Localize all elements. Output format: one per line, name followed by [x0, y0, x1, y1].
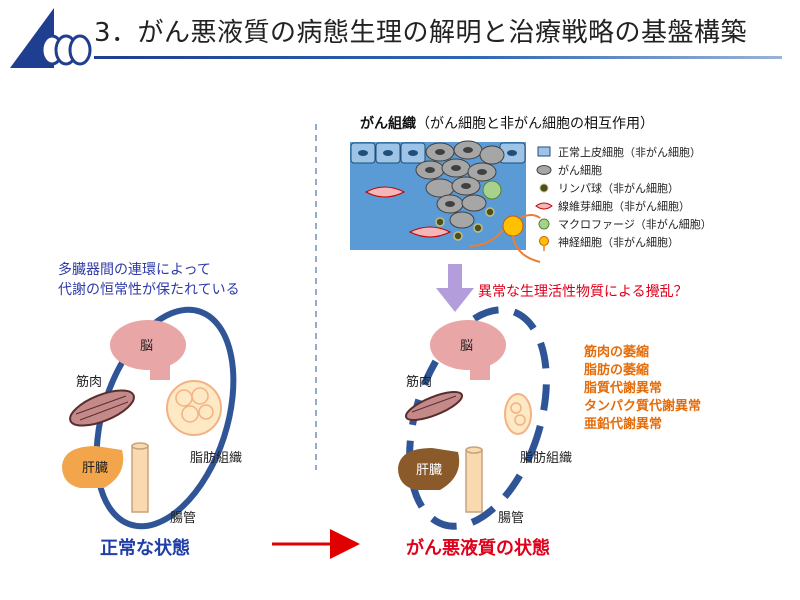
- brain-label-normal: 脳: [140, 339, 153, 354]
- cachexia-effects-list: 筋肉の萎縮 脂肪の萎縮 脂質代謝異常 タンパク質代謝異常 亜鉛代謝異常: [583, 344, 701, 432]
- muscle-label-cachexia: 筋肉: [406, 374, 432, 390]
- muscle-organ-cachexia: [404, 391, 464, 421]
- svg-text:線維芽細胞（非がん細胞）: 線維芽細胞（非がん細胞）: [558, 199, 690, 213]
- svg-text:正常上皮細胞（非がん細胞）: 正常上皮細胞（非がん細胞）: [558, 145, 701, 159]
- cell-legend: 正常上皮細胞（非がん細胞） がん細胞 リンパ球（非がん細胞） 線維芽細胞（非がん…: [535, 145, 712, 251]
- effect-item: 脂質代謝異常: [583, 380, 662, 396]
- brain-label-cachexia: 脳: [460, 339, 473, 354]
- page-title: 3．がん悪液質の病態生理の解明と治療戦略の基盤構築: [94, 18, 748, 48]
- gut-label-cachexia: 腸管: [498, 511, 524, 526]
- organ-loop-cachexia: [406, 306, 550, 530]
- cancer-cell-icon: [536, 165, 552, 175]
- muscle-label-normal: 筋肉: [76, 374, 102, 390]
- muscle-organ-normal: [69, 389, 135, 427]
- cachexia-state-label: がん悪液質の状態: [406, 537, 550, 559]
- liver-label-cachexia: 肝臓: [416, 463, 442, 478]
- fibroblast-icon: [535, 202, 553, 210]
- effect-item: 亜鉛代謝異常: [584, 416, 662, 432]
- epithelial-cell-icon: [537, 146, 551, 157]
- homeostasis-caption-line2: 代謝の恒常性が保たれている: [58, 282, 240, 298]
- homeostasis-caption-line1: 多臓器間の連環によって: [58, 261, 211, 278]
- brain-organ-normal: [110, 320, 186, 380]
- effect-item: 筋肉の萎縮: [583, 344, 649, 360]
- adipose-tissue-cachexia: [504, 393, 532, 435]
- normal-state-label: 正常な状態: [100, 537, 190, 559]
- nerve-cell-icon: [539, 236, 549, 251]
- gut-organ-cachexia: [465, 446, 483, 513]
- gut-label-normal: 腸管: [170, 511, 196, 526]
- disturbance-label: 異常な生理活性物質による攪乱？: [478, 284, 688, 300]
- cancer-tissue-illustration: [350, 140, 541, 263]
- svg-text:神経細胞（非がん細胞）: 神経細胞（非がん細胞）: [558, 235, 679, 249]
- institution-logo: [10, 8, 92, 68]
- adipose-label-cachexia: 脂肪組織: [520, 450, 572, 466]
- lymphocyte-icon: [539, 183, 549, 193]
- brain-organ-cachexia: [430, 320, 506, 380]
- tissue-title: がん組織（がん細胞と非がん細胞の相互作用）: [360, 115, 654, 132]
- title-underline: [94, 56, 782, 59]
- gut-organ-normal: [131, 442, 149, 513]
- adipose-label-normal: 脂肪組織: [190, 450, 242, 466]
- liver-organ-cachexia: [398, 448, 460, 490]
- svg-text:がん細胞: がん細胞: [558, 163, 602, 177]
- svg-text:リンパ球（非がん細胞）: リンパ球（非がん細胞）: [558, 181, 679, 195]
- macrophage-icon: [538, 218, 550, 230]
- liver-label-normal: 肝臓: [82, 461, 108, 476]
- liver-organ-normal: [62, 446, 124, 488]
- disturbance-arrow: [436, 264, 474, 312]
- effect-item: タンパク質代謝異常: [584, 398, 701, 414]
- svg-text:マクロファージ（非がん細胞）: マクロファージ（非がん細胞）: [558, 217, 712, 231]
- adipose-tissue-normal: [166, 380, 222, 436]
- effect-item: 脂肪の萎縮: [583, 362, 649, 378]
